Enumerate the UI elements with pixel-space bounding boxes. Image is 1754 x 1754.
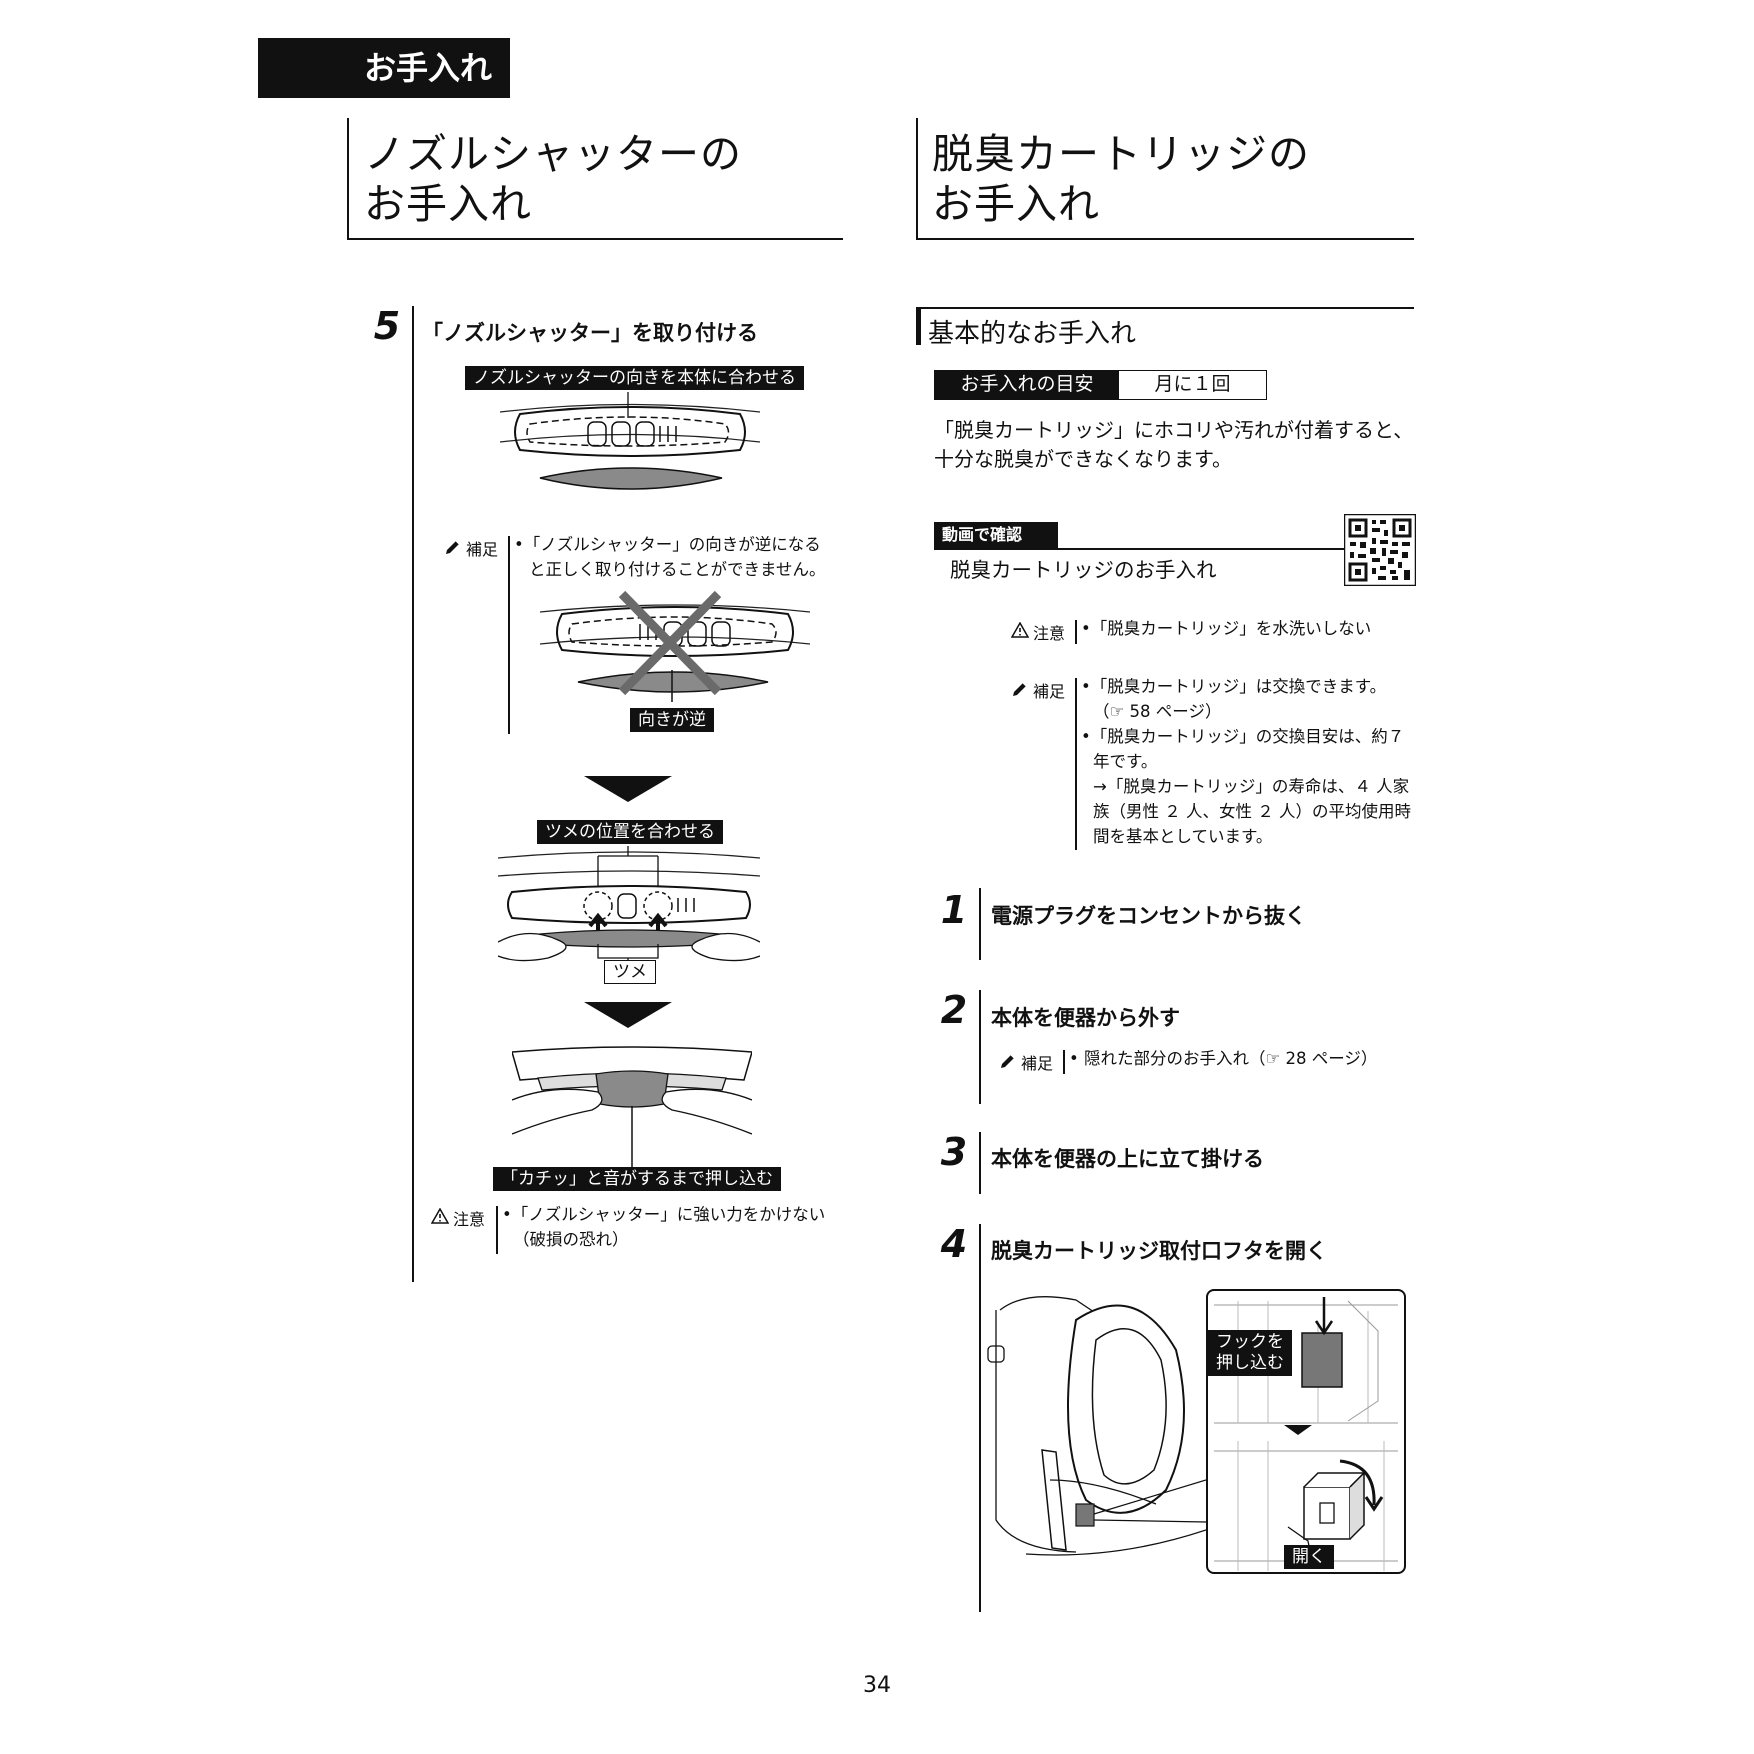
label-reverse: 向きが逆	[630, 708, 714, 732]
step2-supplement-label: 補足	[1021, 1054, 1054, 1073]
step1-title: 電源プラグをコンセントから抜く	[991, 904, 1306, 928]
label-orientation: ノズルシャッターの向きを本体に合わせる	[465, 366, 804, 390]
right-title-line1: 脱臭カートリッジの	[932, 130, 1310, 178]
label-hook-line1: フックを	[1216, 1332, 1284, 1352]
intro-line1: 「脱臭カートリッジ」にホコリや汚れが付着すると、	[934, 418, 1414, 442]
pencil-icon	[1001, 1054, 1015, 1068]
label-align-tabs: ツメの位置を合わせる	[537, 820, 723, 844]
align-tabs-illustration	[498, 846, 760, 972]
arrow-down-icon	[584, 776, 672, 802]
video-rule	[934, 548, 1344, 550]
step3-title: 本体を便器の上に立て掛ける	[991, 1147, 1264, 1171]
step2-bar	[979, 990, 981, 1104]
subhead-rule	[916, 307, 1414, 309]
warning-icon	[1011, 622, 1029, 638]
supp-line-3: 年です。	[1093, 752, 1158, 771]
caution-line2: （破損の恐れ）	[513, 1230, 629, 1249]
video-tag[interactable]: 動画で確認	[934, 522, 1058, 548]
intro-line2: 十分な脱臭ができなくなります。	[934, 447, 1232, 471]
right-title-frame	[916, 118, 1414, 240]
label-hook: フックを 押し込む	[1208, 1330, 1292, 1376]
supplement-line2: と正しく取り付けることができません。	[529, 560, 826, 579]
qr-code-icon[interactable]	[1344, 514, 1416, 586]
guide-label: お手入れの目安	[935, 371, 1119, 399]
supp-line-2: •「脱臭カートリッジ」の交換目安は、約７	[1081, 727, 1405, 746]
right-caution-label: 注意	[1033, 624, 1066, 643]
left-title-line1: ノズルシャッターの	[364, 130, 742, 178]
supp-line-1: （☞ 58 ページ）	[1093, 702, 1222, 721]
step4-title: 脱臭カートリッジ取付口フタを開く	[991, 1239, 1327, 1263]
warning-icon	[431, 1208, 449, 1224]
right-title-line2: お手入れ	[932, 180, 1100, 228]
subhead: 基本的なお手入れ	[928, 319, 1137, 349]
page-number: 34	[863, 1673, 891, 1698]
step3-number: 3	[940, 1130, 968, 1174]
guide-value: 月に１回	[1154, 373, 1231, 395]
right-supplement-bar	[1075, 678, 1077, 850]
shutter-orientation-illustration	[500, 392, 760, 490]
step1-bar	[979, 888, 981, 960]
label-tab: ツメ	[604, 960, 656, 984]
subhead-marker	[916, 307, 921, 345]
supplement-bar	[508, 536, 510, 734]
right-caution-text: •「脱臭カートリッジ」を水洗いしない	[1081, 619, 1372, 638]
step2-supplement-bar	[1063, 1050, 1065, 1074]
left-title: ノズルシャッターの お手入れ	[364, 129, 742, 229]
caution-text: •「ノズルシャッター」に強い力をかけない （破損の恐れ）	[502, 1202, 825, 1252]
step2-supplement-text: • 隠れた部分のお手入れ（☞ 28 ページ）	[1069, 1049, 1378, 1068]
pencil-icon	[1013, 682, 1027, 696]
step4-number: 4	[940, 1222, 968, 1266]
step2-title: 本体を便器から外す	[991, 1006, 1180, 1030]
step5-bar	[412, 306, 414, 1282]
section-tag: お手入れ	[258, 38, 510, 98]
intro-text: 「脱臭カートリッジ」にホコリや汚れが付着すると、 十分な脱臭ができなくなります。	[934, 416, 1413, 474]
caution-line1: •「ノズルシャッター」に強い力をかけない	[502, 1205, 826, 1224]
step4-bar	[979, 1224, 981, 1612]
label-hook-line2: 押し込む	[1216, 1353, 1284, 1373]
supp-line-6: 間を基本としています。	[1093, 827, 1273, 846]
step3-bar	[979, 1132, 981, 1194]
supp-line-5: 族（男性 ２ 人、女性 ２ 人）の平均使用時	[1093, 802, 1411, 821]
push-shutter-illustration	[512, 1046, 752, 1168]
toilet-cartridge-illustration	[987, 1296, 1206, 1556]
right-title: 脱臭カートリッジの お手入れ	[932, 129, 1310, 229]
step5-title: 「ノズルシャッター」を取り付ける	[422, 321, 758, 345]
step5-number: 5	[373, 304, 401, 348]
supplement-line1: •「ノズルシャッター」の向きが逆になる	[514, 535, 821, 554]
supplement-label: 補足	[466, 540, 499, 559]
arrow-down-icon	[584, 1002, 672, 1028]
left-title-frame	[347, 118, 843, 240]
supp-line-0: •「脱臭カートリッジ」は交換できます。	[1081, 677, 1387, 696]
right-supplement-label: 補足	[1033, 682, 1066, 701]
right-caution-bar	[1075, 620, 1077, 644]
caution-label: 注意	[453, 1210, 486, 1229]
step1-number: 1	[940, 888, 968, 932]
supplement-text: •「ノズルシャッター」の向きが逆になる と正しく取り付けることができません。	[514, 532, 826, 582]
left-title-line2: お手入れ	[364, 180, 532, 228]
step2-number: 2	[940, 988, 968, 1032]
guide-box: お手入れの目安 月に１回	[934, 370, 1267, 400]
label-open: 開く	[1284, 1545, 1334, 1569]
label-push: 「カチッ」と音がするまで押し込む	[493, 1167, 781, 1191]
pencil-icon	[446, 540, 460, 554]
video-title[interactable]: 脱臭カートリッジのお手入れ	[950, 558, 1217, 582]
reversed-shutter-illustration	[540, 590, 810, 702]
caution-bar	[496, 1206, 498, 1254]
supp-line-4: →「脱臭カートリッジ」の寿命は、４ 人家	[1093, 777, 1410, 796]
right-supplement-text: •「脱臭カートリッジ」は交換できます。 （☞ 58 ページ） •「脱臭カートリッ…	[1081, 674, 1411, 849]
